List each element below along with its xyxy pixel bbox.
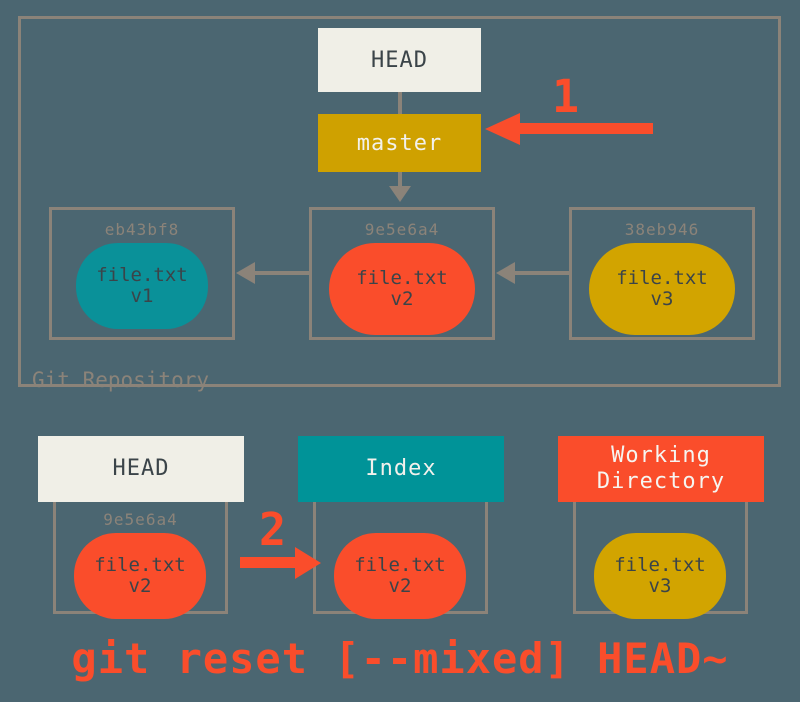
area-blob-index-v2: file.txt v2	[334, 533, 466, 619]
annotation-step-1-arrow-shaft	[518, 123, 653, 134]
area-header-working-directory: Working Directory	[558, 436, 764, 502]
commit-file-version: v3	[650, 288, 674, 310]
commit-file-name: file.txt	[356, 266, 448, 289]
connector-commit2-to-commit1-arrowhead-icon	[236, 262, 255, 284]
annotation-step-2-number: 2	[259, 503, 287, 556]
annotation-step-1-number: 1	[552, 70, 580, 123]
head-pointer-label: HEAD	[371, 47, 428, 73]
area-header-label: Working Directory	[597, 443, 725, 495]
commit-hash-label: 9e5e6a4	[364, 220, 440, 239]
area-file-name: file.txt	[614, 553, 706, 576]
master-branch-box: master	[318, 114, 481, 172]
commit-blob-v2: file.txt v2	[329, 243, 475, 335]
annotation-step-2-arrowhead-icon	[295, 547, 321, 579]
area-file-version: v3	[648, 575, 672, 597]
connector-commit3-to-commit2-shaft	[514, 271, 569, 275]
connector-master-to-commit-line	[398, 172, 402, 196]
area-header-label-line1: Working	[611, 443, 711, 469]
commit-file-version: v2	[390, 288, 414, 310]
diagram-caption: git reset [--mixed] HEAD~	[71, 634, 729, 683]
area-file-name: file.txt	[94, 553, 186, 576]
commit-box-38eb946: 38eb946 file.txt v3	[569, 207, 755, 340]
commit-hash-label: eb43bf8	[104, 220, 180, 239]
area-file-name: file.txt	[354, 553, 446, 576]
commit-blob-v3: file.txt v3	[589, 243, 735, 335]
area-header-label: HEAD	[112, 456, 170, 482]
git-repository-label: Git Repository	[32, 368, 210, 392]
master-branch-label: master	[356, 130, 443, 156]
connector-commit2-to-commit1-shaft	[254, 271, 309, 275]
connector-head-to-master	[398, 92, 402, 115]
commit-box-9e5e6a4: 9e5e6a4 file.txt v2	[309, 207, 495, 340]
area-header-label-line2: Directory	[596, 469, 726, 494]
commit-file-name: file.txt	[96, 263, 188, 286]
area-file-version: v2	[388, 575, 412, 597]
commit-file-name: file.txt	[616, 266, 708, 289]
area-blob-working-directory-v3: file.txt v3	[594, 533, 726, 619]
area-blob-head-v2: file.txt v2	[74, 533, 206, 619]
area-header-label: Index	[365, 456, 437, 482]
commit-box-eb43bf8: eb43bf8 file.txt v1	[49, 207, 235, 340]
commit-blob-v1: file.txt v1	[76, 243, 208, 329]
connector-master-to-commit-arrowhead-icon	[389, 186, 411, 202]
commit-file-version: v1	[130, 285, 154, 307]
commit-hash-label: 38eb946	[624, 220, 700, 239]
annotation-step-2-arrow-shaft	[240, 557, 300, 568]
git-repository-frame	[18, 16, 781, 387]
area-header-index: Index	[298, 436, 504, 502]
area-commit-hash-label: 9e5e6a4	[103, 510, 178, 529]
head-pointer-box: HEAD	[318, 28, 481, 92]
area-file-version: v2	[128, 575, 152, 597]
annotation-step-1-arrowhead-icon	[485, 113, 520, 145]
connector-commit3-to-commit2-arrowhead-icon	[496, 262, 515, 284]
area-header-head: HEAD	[38, 436, 244, 502]
